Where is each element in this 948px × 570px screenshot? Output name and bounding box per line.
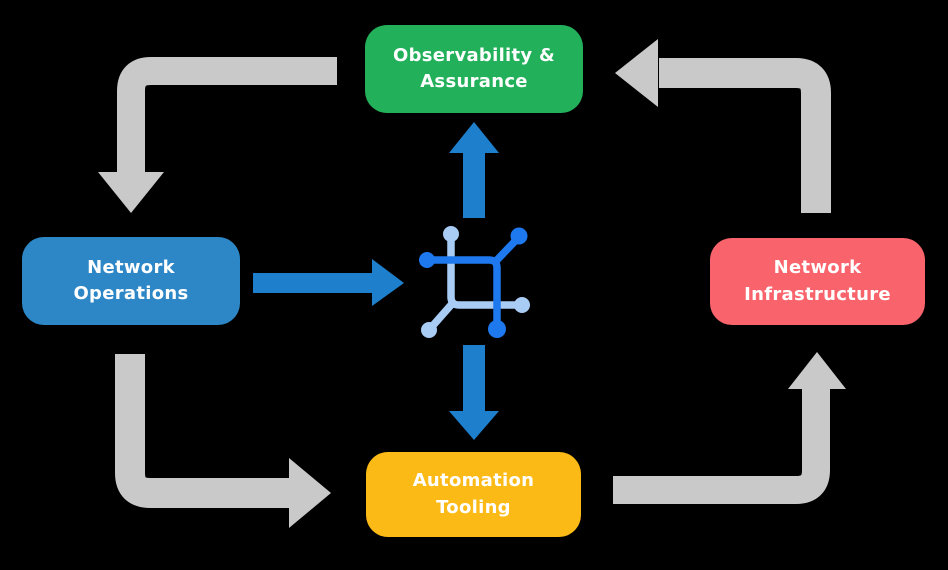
node-automation-tooling: Automation Tooling xyxy=(366,452,581,537)
node-label: Network Infrastructure xyxy=(744,257,891,305)
network-hub-icon-light-part xyxy=(421,226,530,338)
arrow-infrastructure-to-observability xyxy=(615,39,831,213)
network-hub-icon xyxy=(419,226,530,338)
node-observability-assurance: Observability & Assurance xyxy=(365,25,583,113)
node-network-operations: Network Operations xyxy=(22,237,240,325)
arrow-operations-to-automation xyxy=(115,354,331,528)
arrow-observability-to-operations xyxy=(98,57,337,213)
node-network-infrastructure: Network Infrastructure xyxy=(710,238,925,325)
arrow-automation-to-infrastructure xyxy=(613,352,846,504)
node-label: Network Operations xyxy=(73,256,189,304)
node-label: Automation Tooling xyxy=(412,470,535,518)
network-hub-icon-dark-part xyxy=(419,227,528,338)
node-label: Observability & Assurance xyxy=(392,44,556,92)
arrow-operations-to-hub xyxy=(253,259,404,306)
arrow-hub-to-observability xyxy=(449,122,499,218)
arrow-hub-to-automation xyxy=(449,345,499,440)
